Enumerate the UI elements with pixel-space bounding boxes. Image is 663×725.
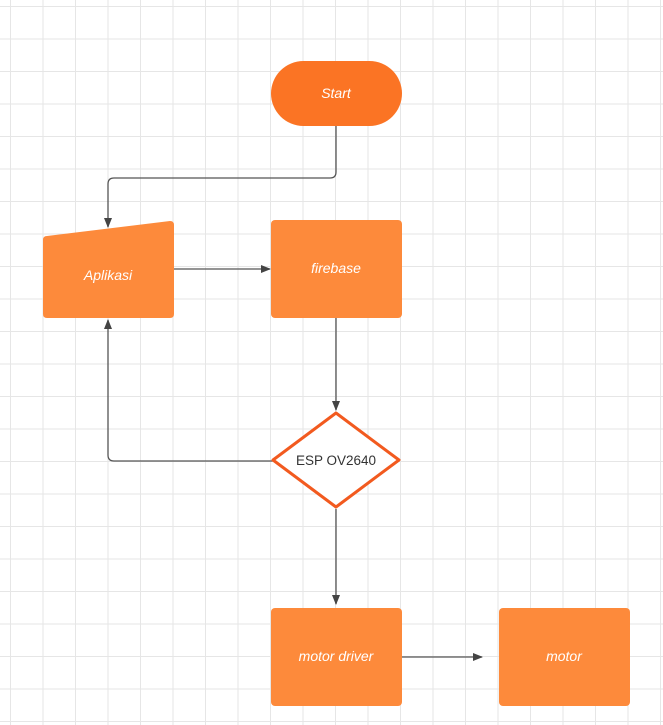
- edge-esp-to-aplikasi: [104, 319, 273, 462]
- firebase-node[interactable]: firebase: [271, 220, 402, 318]
- edge-start-to-aplikasi: [104, 126, 337, 228]
- start-label: Start: [321, 85, 352, 101]
- motor-label: motor: [546, 648, 583, 664]
- motor-node[interactable]: motor: [499, 608, 630, 706]
- motor-driver-node[interactable]: motor driver: [271, 608, 402, 706]
- esp-decision[interactable]: ESP OV2640: [271, 411, 401, 509]
- motor-driver-label: motor driver: [299, 648, 375, 664]
- start-terminator[interactable]: Start: [271, 61, 402, 126]
- firebase-label: firebase: [311, 260, 361, 276]
- aplikasi-label: Aplikasi: [83, 267, 133, 283]
- esp-label: ESP OV2640: [296, 453, 376, 468]
- aplikasi-node[interactable]: Aplikasi: [43, 221, 174, 318]
